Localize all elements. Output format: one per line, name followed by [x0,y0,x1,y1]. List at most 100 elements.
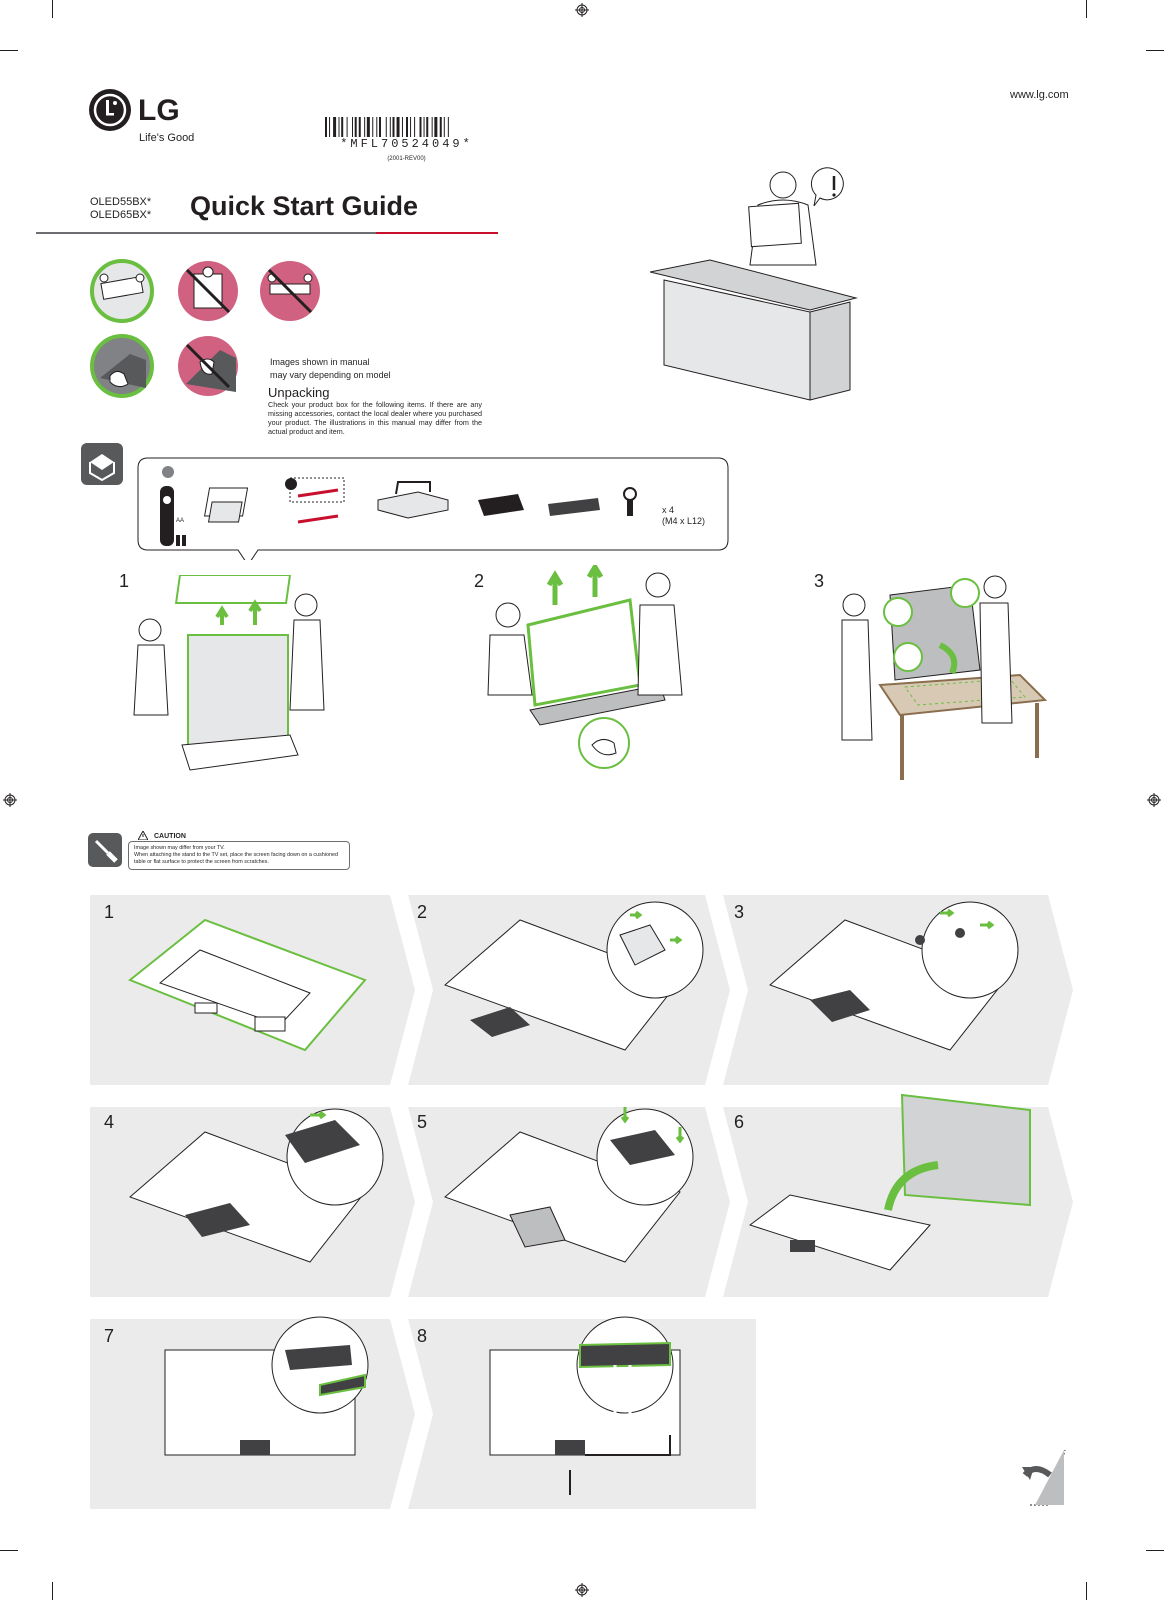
crop-mark [1146,1550,1164,1551]
stand-cover-icon [478,494,524,516]
remote-control-icon [160,466,186,546]
barcode-bar [423,117,425,137]
page-title: Quick Start Guide [190,191,419,221]
model-name: OLED55BX* [90,196,152,208]
barcode [325,117,449,137]
barcode-bar [439,117,442,137]
install-step-number: 2 [417,902,428,922]
crop-mark [1146,50,1164,51]
logo-wordmark: LG [138,94,180,127]
tagline: Life's Good [139,132,195,144]
install-step-number: 7 [104,1326,115,1346]
registration-mark-icon [3,793,17,807]
battery-label: AA [176,518,185,524]
manual-note-line: Images shown in manual [270,357,370,367]
barcode-bar [385,117,387,137]
caution-line: Image shown may differ from your TV. [134,845,225,851]
barcode-bar [389,117,391,137]
barcode-bar [346,117,348,137]
barcode-number: *MFL70524049* [340,137,473,151]
install-step-number: 4 [104,1112,115,1132]
install-step-number: 5 [417,1112,428,1132]
barcode-bar [372,117,374,137]
crop-mark [1086,0,1087,18]
unbox-step-number: 1 [119,571,130,591]
unbox-step-number: 3 [814,571,825,591]
registration-mark-icon [1147,793,1161,807]
warning-icon [810,167,844,207]
unpacking-heading: Unpacking [268,385,330,400]
barcode-bar [419,117,422,137]
cable-cover-icon [548,498,600,516]
install-step-7-illustration [164,1316,369,1456]
install-step-number: 3 [734,902,745,922]
barcode-bar [333,117,337,137]
revision-code: (2001-REV00) [387,156,426,162]
cable-icon [285,477,345,524]
crop-mark [0,1550,18,1551]
handling-icons [90,259,320,398]
model-name: OLED65BX* [90,209,152,221]
title-rule [36,232,498,234]
screw-count: x 4 [662,505,675,515]
barcode-bar [443,117,445,137]
stand-base-icon [377,481,449,519]
barcode-bar [431,117,433,137]
caution-heading: CAUTION [152,833,188,840]
manual-note: Images shown in manual may vary dependin… [270,356,391,382]
install-step-1-illustration [128,918,367,1052]
barcode-bar [366,117,370,137]
barcode-bar [426,117,429,137]
barcode-bar [447,117,449,137]
unbox-step-2-illustration [487,565,683,769]
crop-mark [52,1582,53,1600]
unpacking-text: Check your product box for the following… [268,400,482,436]
caution-icon [138,831,148,840]
barcode-bar [392,117,395,137]
lg-logo: LG [88,88,198,139]
barcode-bar [338,117,340,137]
wrong-grip-icon [178,336,238,396]
barcode-bar [379,117,381,137]
barcode-bar [341,117,344,137]
screw-size: (M4 x L12) [662,516,706,526]
install-step-6-illustration [748,1093,1031,1271]
wrong-flat-carry-icon [260,261,320,321]
barcode-bar [410,117,412,137]
unbox-step-number: 2 [474,571,485,591]
correct-grip-icon [90,334,154,398]
barcode-bar [434,117,438,137]
barcode-bar [364,117,366,137]
barcode-bar [352,117,353,137]
unbox-step-3-illustration [841,575,1048,780]
barcode-bar [414,117,416,137]
manual-note-line: may vary depending on model [270,370,391,380]
install-steps-panels [90,895,1073,1509]
registration-mark-icon [575,1583,589,1597]
barcode-bar [329,117,331,137]
unbox-step-1-illustration [133,575,325,771]
crop-mark [52,0,53,18]
install-step-4-illustration [129,1108,384,1263]
accessories-box [81,443,729,560]
install-step-number: 1 [104,902,115,922]
install-step-number: 6 [734,1112,745,1132]
install-step-2-illustration [444,901,704,1051]
caution-line: When attaching the stand to the TV set, … [134,852,338,865]
registration-mark-icon [575,3,589,17]
barcode-bar [396,117,400,137]
crop-mark [0,50,18,51]
screwdriver-icon [88,833,122,867]
manual-icon [204,487,249,523]
website-url[interactable]: www.lg.com [1010,89,1069,101]
barcode-bar [325,117,327,137]
box-open-icon [81,443,123,485]
caution-box: Image shown may differ from your TV. Whe… [128,841,350,870]
install-step-8-illustration [489,1316,681,1495]
barcode-bar [358,117,361,137]
model-list: OLED55BX* OLED65BX* [90,196,151,222]
barcode-bar [354,117,357,137]
box-warning-illustration [650,167,858,401]
install-step-5-illustration [444,1107,694,1263]
barcode-bar [406,117,408,137]
